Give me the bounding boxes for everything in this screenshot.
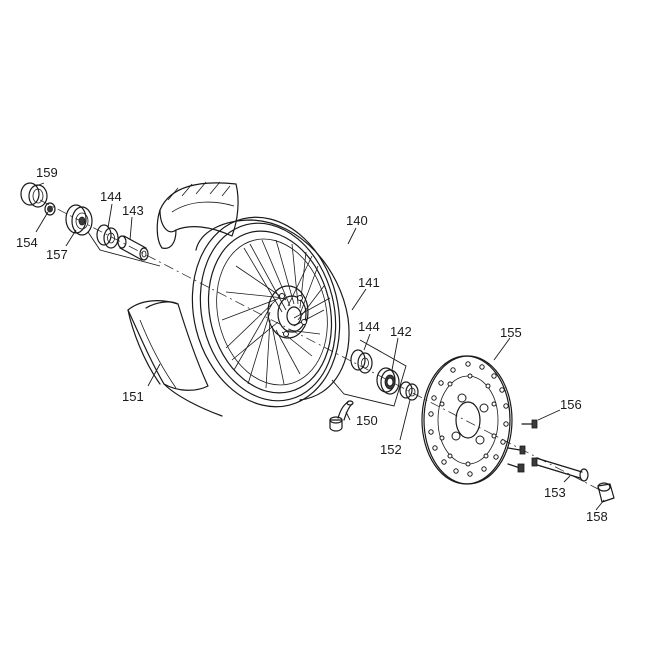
part-140-wheel — [191, 216, 350, 408]
part-144-bearing-left — [96, 224, 119, 249]
callout-154: 154 — [16, 235, 38, 250]
axle-centerline — [39, 199, 601, 491]
part-143-spacer-tube — [117, 235, 149, 261]
group-bracket-right — [331, 339, 407, 407]
callout-158: 158 — [586, 509, 608, 524]
tire-tread-section — [156, 181, 239, 249]
callout-159: 159 — [36, 165, 58, 180]
part-142-seal — [376, 367, 400, 395]
callout-144-left: 144 — [100, 189, 122, 204]
callout-143: 143 — [122, 203, 144, 218]
part-144-bearing-right — [350, 349, 373, 374]
callout-140: 140 — [346, 213, 368, 228]
part-156-bolts — [507, 419, 538, 473]
disc-vent-holes — [428, 361, 509, 477]
part-157-gear — [65, 204, 93, 236]
group-bracket-left — [87, 231, 161, 267]
callout-151: 151 — [122, 389, 144, 404]
callout-152: 152 — [380, 442, 402, 457]
callout-157: 157 — [46, 247, 68, 262]
callout-153: 153 — [544, 485, 566, 500]
callout-141: 141 — [358, 275, 380, 290]
leader-lines — [35, 182, 605, 511]
part-159-spacer — [20, 182, 48, 208]
callout-150: 150 — [356, 413, 378, 428]
callout-155: 155 — [500, 325, 522, 340]
callout-156: 156 — [560, 397, 582, 412]
part-155-brake-disc — [421, 355, 513, 485]
part-151-tire — [127, 300, 223, 417]
callout-142: 142 — [390, 324, 412, 339]
part-152-collar — [399, 381, 419, 401]
part-158-cap — [597, 482, 615, 503]
part-154-nut — [44, 202, 56, 216]
part-153-axle — [531, 457, 589, 482]
callout-144-right: 144 — [358, 319, 380, 334]
part-150-valve — [329, 400, 354, 432]
